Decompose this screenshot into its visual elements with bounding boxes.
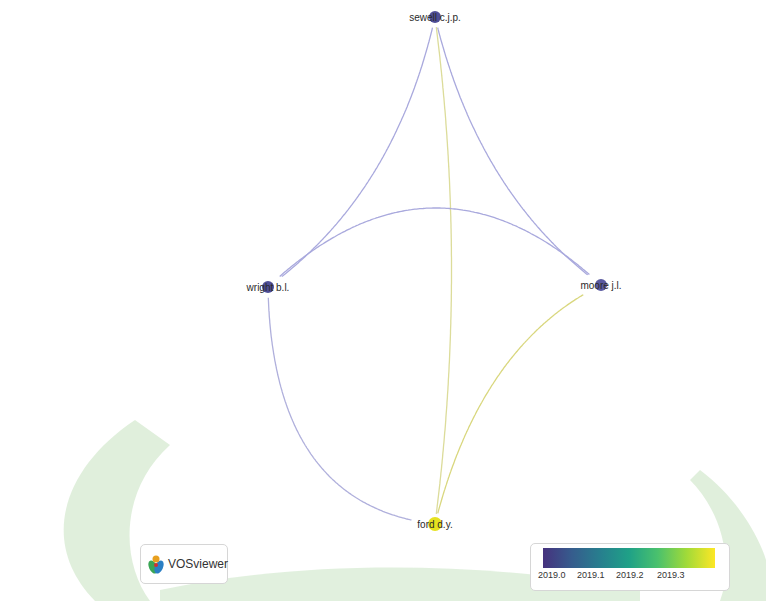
coauthor-link [438,28,588,275]
logo-icon [147,553,165,575]
legend-box [530,543,730,591]
coauthor-link [436,27,451,514]
node-label: sewell c.j.p. [409,12,461,23]
author-node: wright b.l. [245,281,292,294]
scale-tick-label: 2019.1 [577,570,605,580]
node-label: ford d.y. [417,519,452,530]
coauthor-link [282,28,433,277]
coauthor-link [280,208,590,276]
coauthor-link [268,298,411,520]
color-scale-bar [543,548,715,568]
node-label: wright b.l. [247,282,290,293]
author-node: sewell c.j.p. [407,11,463,24]
scale-tick-label: 2019.0 [538,570,566,580]
logo-text: VOSviewer [168,557,228,571]
coauthor-link [438,295,584,514]
author-node: ford d.y. [415,518,454,531]
author-node: moore j.l. [578,279,623,292]
scale-tick-label: 2019.3 [657,570,685,580]
node-label: moore j.l. [580,280,621,291]
scale-tick-label: 2019.2 [616,570,644,580]
